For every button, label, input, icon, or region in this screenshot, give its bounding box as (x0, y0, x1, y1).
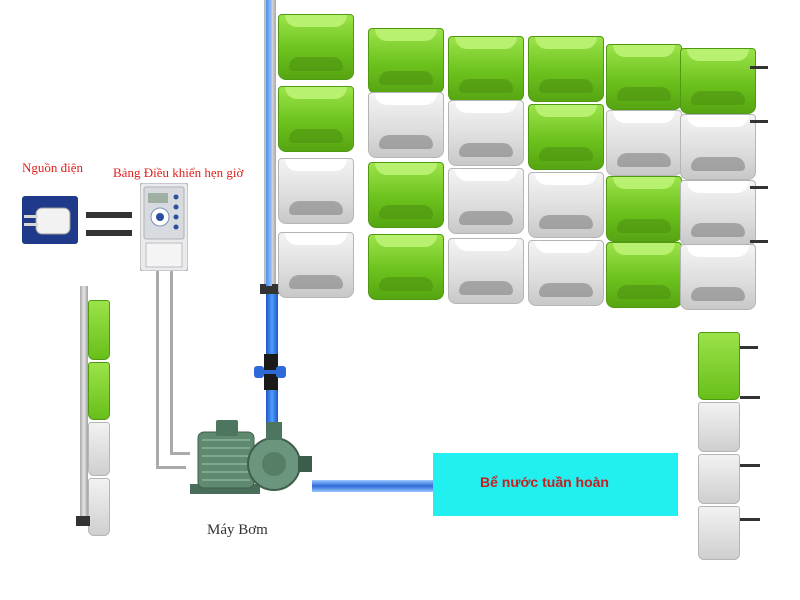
planter-pot (680, 114, 756, 180)
left-planter-column (74, 286, 114, 540)
control-cable-inner (170, 271, 190, 455)
planter-pot (368, 234, 444, 300)
planter-pot (528, 36, 604, 102)
planter-pot (278, 14, 354, 80)
water-pipe-top (266, 0, 272, 286)
planter-pot (606, 110, 682, 176)
planter-pot (88, 362, 110, 420)
pump-label: Máy Bơm (207, 522, 268, 538)
planter-pot (88, 300, 110, 360)
planter-pot (528, 240, 604, 306)
planter-pot (448, 100, 524, 166)
valve-icon (250, 352, 290, 392)
planter-pot (680, 48, 756, 114)
planter-pot (680, 180, 756, 246)
planter-pot (606, 176, 682, 242)
planter-pot (528, 104, 604, 170)
drip-hose (740, 518, 760, 521)
planter-pot (528, 172, 604, 238)
column-post (80, 286, 88, 522)
planter-pot (698, 332, 740, 400)
planter-pot (88, 478, 110, 536)
planter-pot (448, 168, 524, 234)
drip-hose (740, 464, 760, 467)
timer-controller-label: Bảng Điều khiển hẹn giờ (113, 165, 244, 180)
planter-pot (448, 36, 524, 102)
planter-pot (680, 244, 756, 310)
planter-pot (698, 402, 740, 452)
frame-foot (260, 284, 282, 294)
control-cable (156, 271, 186, 469)
drip-hose (740, 346, 758, 349)
planter-pot (606, 44, 682, 110)
drip-hose (750, 186, 768, 189)
planter-pot (698, 454, 740, 504)
timer-controller-icon (139, 182, 189, 272)
power-cable-bottom (86, 230, 132, 236)
right-planter-column (694, 330, 764, 562)
water-pump-icon (190, 418, 312, 508)
planter-pot (448, 238, 524, 304)
planter-pot (278, 232, 354, 298)
planter-pot (368, 28, 444, 94)
circulation-tank (433, 453, 678, 516)
power-plug-icon (22, 196, 78, 244)
planter-pot (606, 242, 682, 308)
planter-pot (698, 506, 740, 560)
drip-hose (740, 396, 760, 399)
water-pipe-horizontal (312, 480, 434, 492)
power-source-label: Nguồn điện (22, 160, 84, 175)
planter-pot (278, 86, 354, 152)
frame-foot (76, 516, 90, 526)
green-wall (278, 8, 756, 318)
planter-pot (88, 422, 110, 476)
power-cable-top (86, 212, 132, 218)
planter-pot (278, 158, 354, 224)
planter-pot (368, 92, 444, 158)
drip-hose (750, 120, 768, 123)
drip-hose (750, 240, 768, 243)
tank-label: Bể nước tuần hoàn (480, 474, 609, 490)
drip-hose (750, 66, 768, 69)
planter-pot (368, 162, 444, 228)
